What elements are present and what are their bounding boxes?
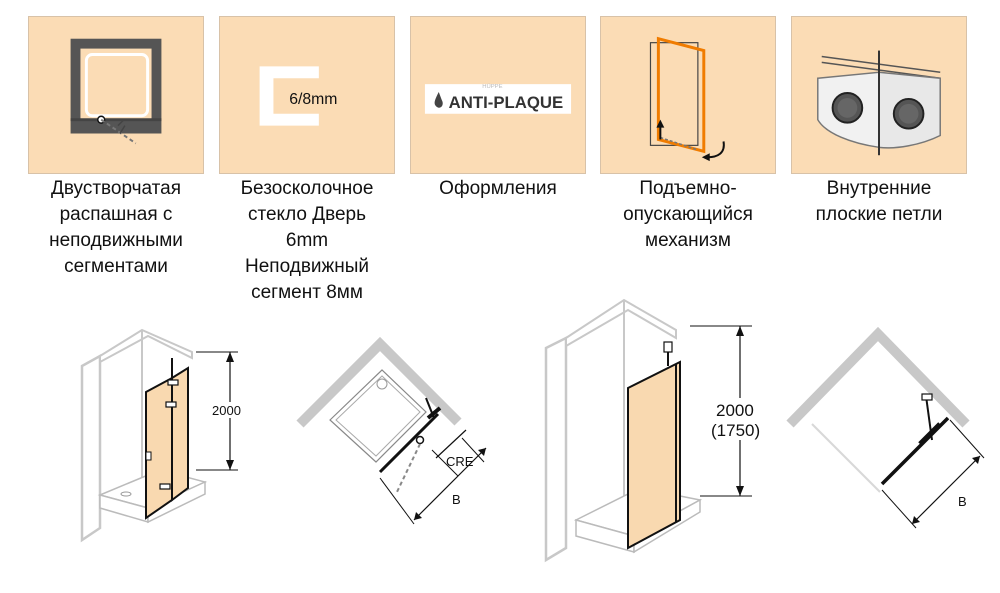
feature-caption-flat-hinges: Внутренние плоские петли <box>815 178 943 225</box>
feature-caption-double-door: Двустворчатая распашная с неподвижными с… <box>49 178 183 277</box>
right-plan-drawing: B <box>786 326 985 529</box>
left-elevation-drawing: 2000 <box>80 328 246 543</box>
right-plan-width-label: B <box>958 494 967 509</box>
left-plan-drawing: CRE B <box>296 336 487 525</box>
feature-tile-double-door <box>28 16 204 174</box>
right-elevation-drawing: 2000 (1750) <box>544 298 770 563</box>
glass-thickness-icon: 6/8mm <box>259 66 337 126</box>
right-elevation-height-alt-label: (1750) <box>711 421 760 440</box>
left-plan-width-label: B <box>452 492 461 507</box>
drop-icon <box>434 92 443 108</box>
feature-tile-flat-hinges <box>791 16 967 174</box>
flat-hinges-icon <box>817 50 941 156</box>
left-elevation-height-label: 2000 <box>212 403 241 418</box>
brand-text: HÜPPE <box>482 83 502 90</box>
glass-thickness-text: 6/8mm <box>289 91 337 108</box>
right-elevation-height-label: 2000 <box>716 401 754 420</box>
feature-caption-anti-plaque: Оформления <box>439 178 557 199</box>
anti-plaque-logo-icon: HÜPPE ANTI-PLAQUE <box>424 83 572 114</box>
feature-tile-glass: 6/8mm <box>219 16 395 174</box>
double-door-hinge-icon <box>70 38 162 145</box>
lift-lower-mechanism-icon <box>649 36 725 162</box>
feature-tile-lift-mechanism <box>600 16 776 174</box>
feature-caption-lift-mechanism: Подъемно- опускающийся механизм <box>623 178 753 251</box>
feature-caption-glass: Безосколочное стекло Дверь 6mm Неподвижн… <box>240 178 374 303</box>
anti-plaque-text: ANTI-PLAQUE <box>449 93 564 112</box>
left-plan-cre-label: CRE <box>446 454 474 469</box>
feature-tile-anti-plaque: HÜPPE ANTI-PLAQUE <box>410 16 586 174</box>
